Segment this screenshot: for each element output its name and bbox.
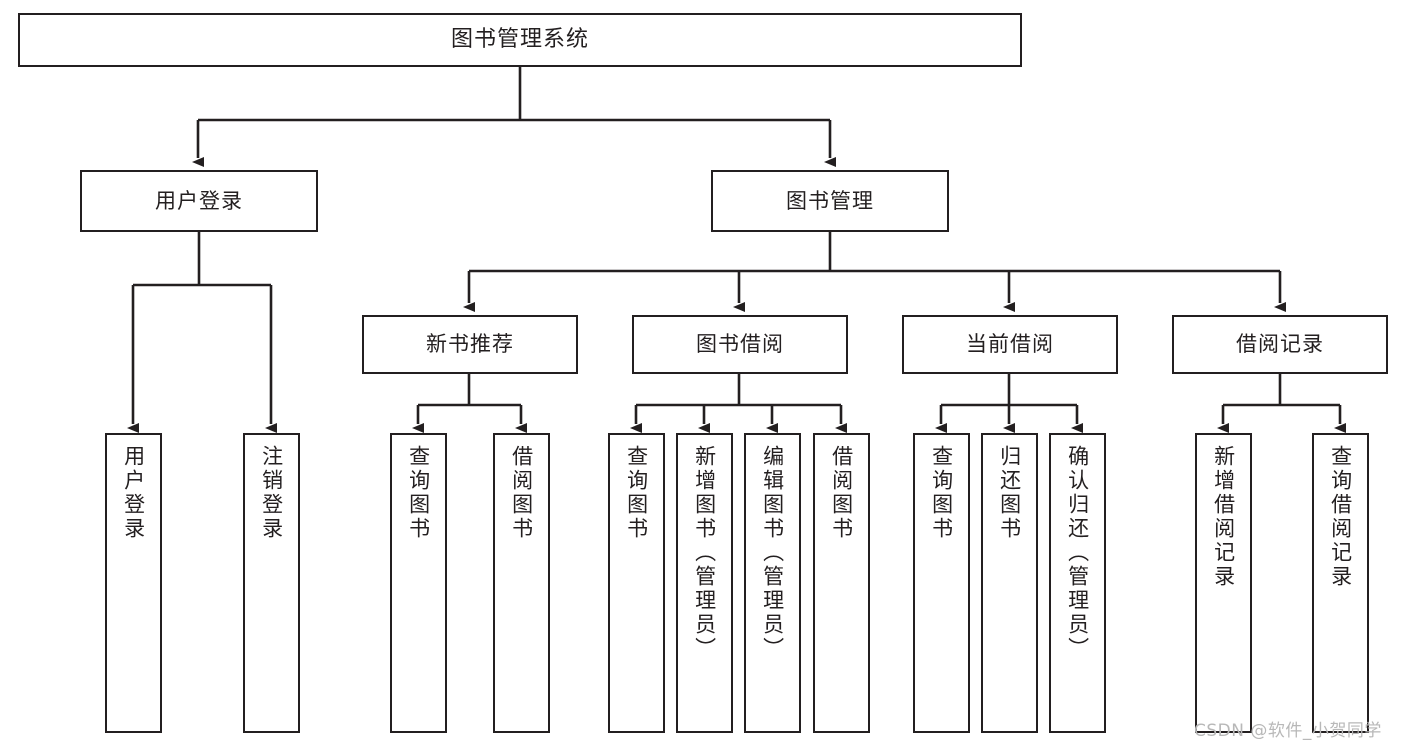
node-book-management[interactable]: 图书管理 (711, 170, 949, 232)
node-current-borrow[interactable]: 当前借阅 (902, 315, 1118, 374)
node-new-book-recommend[interactable]: 新书推荐 (362, 315, 578, 374)
leaf-currentborrow-confirm-return[interactable]: 确认归还（管理员） (1049, 433, 1106, 733)
leaf-logout-label: 注销登录 (259, 445, 284, 541)
leaf-bookborrow-query-book-label: 查询图书 (624, 445, 649, 541)
leaf-newbook-query-book[interactable]: 查询图书 (390, 433, 447, 733)
leaf-currentborrow-confirm-return-label: 确认归还（管理员） (1065, 445, 1090, 661)
leaf-logout[interactable]: 注销登录 (243, 433, 300, 733)
leaf-currentborrow-return-book[interactable]: 归还图书 (981, 433, 1038, 733)
leaf-bookborrow-edit-book[interactable]: 编辑图书（管理员） (744, 433, 801, 733)
node-root[interactable]: 图书管理系统 (18, 13, 1022, 67)
leaf-newbook-query-book-label: 查询图书 (406, 445, 431, 541)
leaf-bookborrow-borrow-book-label: 借阅图书 (829, 445, 854, 541)
node-user-login[interactable]: 用户登录 (80, 170, 318, 232)
leaf-bookborrow-query-book[interactable]: 查询图书 (608, 433, 665, 733)
node-book-borrow-label: 图书借阅 (696, 332, 784, 357)
leaf-bookborrow-edit-book-label: 编辑图书（管理员） (760, 445, 785, 661)
node-new-book-recommend-label: 新书推荐 (426, 332, 514, 357)
leaf-borrowrecord-query-record[interactable]: 查询借阅记录 (1312, 433, 1369, 733)
node-borrow-record-label: 借阅记录 (1236, 332, 1324, 357)
leaf-newbook-borrow-book[interactable]: 借阅图书 (493, 433, 550, 733)
node-user-login-label: 用户登录 (155, 188, 243, 213)
node-root-label: 图书管理系统 (450, 27, 589, 53)
node-current-borrow-label: 当前借阅 (966, 332, 1054, 357)
leaf-bookborrow-add-book-label: 新增图书（管理员） (692, 445, 717, 661)
leaf-borrowrecord-add-record[interactable]: 新增借阅记录 (1195, 433, 1252, 733)
node-borrow-record[interactable]: 借阅记录 (1172, 315, 1388, 374)
watermark-text: CSDN @软件_小贺同学 (1194, 721, 1382, 741)
leaf-newbook-borrow-book-label: 借阅图书 (509, 445, 534, 541)
leaf-bookborrow-add-book[interactable]: 新增图书（管理员） (676, 433, 733, 733)
node-book-management-label: 图书管理 (786, 188, 874, 213)
leaf-borrowrecord-query-record-label: 查询借阅记录 (1328, 445, 1353, 589)
leaf-borrowrecord-add-record-label: 新增借阅记录 (1211, 445, 1236, 589)
leaf-currentborrow-return-book-label: 归还图书 (997, 445, 1022, 541)
leaf-user-login-label: 用户登录 (121, 445, 146, 541)
leaf-currentborrow-query-book[interactable]: 查询图书 (913, 433, 970, 733)
leaf-user-login[interactable]: 用户登录 (105, 433, 162, 733)
leaf-bookborrow-borrow-book[interactable]: 借阅图书 (813, 433, 870, 733)
leaf-currentborrow-query-book-label: 查询图书 (929, 445, 954, 541)
node-book-borrow[interactable]: 图书借阅 (632, 315, 848, 374)
